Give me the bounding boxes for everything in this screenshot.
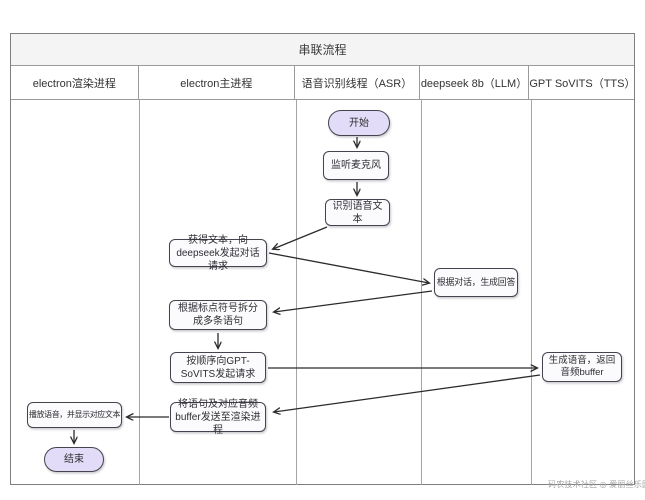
lane-header-asr: 语音识别线程（ASR） [295,66,420,99]
node-request-deepseek: 获得文本，向deepseek发起对话请求 [169,235,267,272]
node-split-sentences: 根据标点符号拆分成多条语句 [169,300,267,330]
node-listen-mic: 监听麦克风 [323,151,389,180]
node-end: 结束 [44,447,104,472]
lane-divider-1 [139,100,140,485]
diagram-title-row: 串联流程 [11,34,634,66]
node-request-sovits: 按顺序向GPT-SoVITS发起请求 [170,352,266,383]
lane-header-electron-renderer: electron渲染进程 [11,66,139,99]
diagram-title: 串联流程 [298,43,347,57]
lane-header-electron-main: electron主进程 [139,66,296,99]
node-start: 开始 [328,110,390,136]
node-generate-voice: 生成语音，返回音频buffer [542,352,622,382]
node-generate-answer: 根据对话，生成回答 [434,268,518,297]
lane-header-tts: GPT SoVITS（TTS） [529,77,636,90]
node-send-buffer: 将语句及对应音频buffer发送至渲染进程 [170,399,266,436]
lane-header-llm: deepseek 8b（LLM） [420,66,530,99]
lane-divider-3 [421,100,422,485]
node-play-voice: 播放语音，并显示对应文本 [27,402,122,428]
lane-divider-4 [531,100,532,485]
lane-header-row: electron渲染进程 electron主进程 语音识别线程（ASR） dee… [11,66,636,100]
lane-divider-2 [296,100,297,485]
node-recognize-speech: 识别语音文本 [325,199,390,226]
watermark-text: 码农技术社区 ◎ 爱丽丝乐园 [548,480,645,489]
